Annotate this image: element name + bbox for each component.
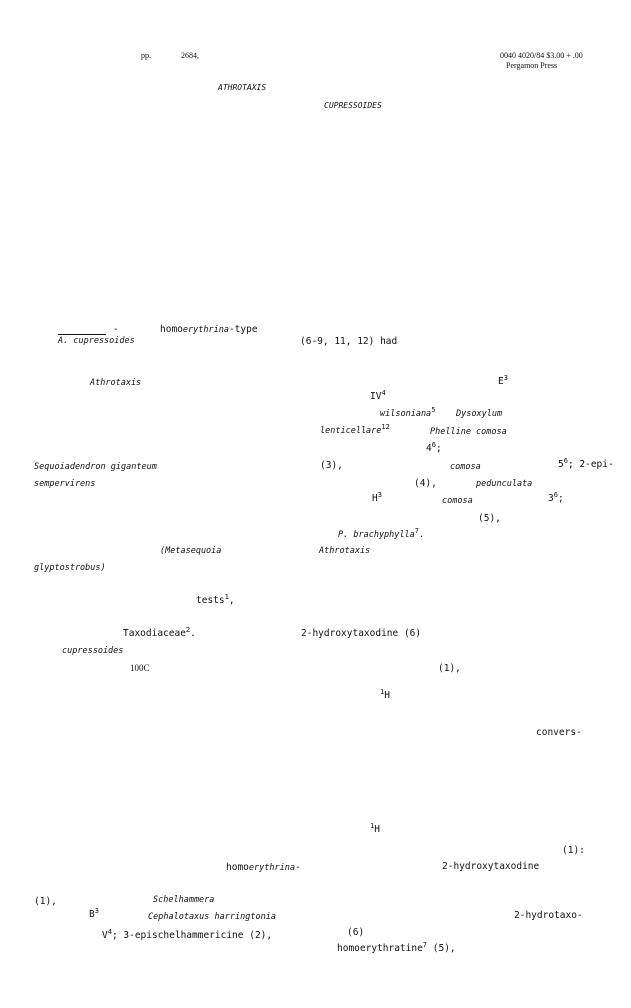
a-cupressoides: A. cupressoides — [58, 336, 135, 346]
four-label: 4 — [426, 443, 432, 454]
v-label: V — [102, 930, 108, 941]
header-code: 0040 4020/84 $3.00 + .00 — [500, 51, 583, 60]
c100: 100C — [130, 663, 150, 673]
compounds-had: (6-9, 11, 12) had — [300, 336, 398, 347]
p-brachyphylla: P. brachyphylla7. — [338, 528, 425, 540]
compound-four: (4), — [414, 478, 437, 489]
compound-five: (5), — [478, 513, 501, 524]
cephalotaxus: Cephalotaxus harringtonia — [148, 912, 276, 922]
homoerythratine: homoerythratine7 (5), — [337, 941, 456, 954]
ref-five-epi: 56; 2-epi- — [558, 457, 614, 470]
compound-one-2: (1), — [34, 896, 57, 907]
taxodiaceae-label: Taxodiaceae — [123, 628, 186, 639]
tests: tests1, — [196, 593, 235, 606]
nmr-1h-b: 1H — [370, 822, 380, 835]
header-page-number: 2684, — [181, 51, 199, 60]
e-label: E — [498, 376, 504, 387]
taxodiaceae: Taxodiaceae2. — [123, 626, 196, 639]
p-sup: 7 — [414, 527, 419, 535]
e-sup: 3 — [503, 374, 508, 382]
tests-comma: , — [228, 595, 235, 606]
h-sup: 3 — [377, 491, 382, 499]
ref-three-b: 36; — [548, 491, 564, 504]
nmr-1h-a: 1H — [380, 688, 390, 701]
wilsoniana-sup: 5 — [431, 406, 436, 414]
homoerythrina-type: homoerythrina-type — [160, 325, 258, 335]
title-genus: ATHROTAXIS — [218, 83, 267, 92]
glyptostrobus: glyptostrobus) — [34, 563, 106, 573]
ref-e: E3 — [498, 374, 508, 387]
h1-b-label: H — [374, 824, 380, 835]
h1-a-pre: 1 — [380, 688, 385, 696]
comosa-1: comosa — [450, 462, 481, 472]
epi-label: ; 2-epi- — [567, 459, 614, 470]
athrotaxis-2: Athrotaxis — [319, 546, 371, 556]
comosa-2: comosa — [442, 496, 473, 506]
five-sup: 6 — [563, 457, 568, 465]
ref-h: H3 — [372, 491, 382, 504]
three-b-label: 3 — [548, 493, 554, 504]
sequoiadendron: Sequoiadendron giganteum — [34, 462, 157, 472]
ref-b: B3 — [89, 907, 99, 920]
convers: convers- — [536, 727, 582, 738]
hydrotaxo: 2-hydrotaxo- — [514, 910, 583, 921]
dash: - — [113, 324, 119, 335]
homoerythratine-label: homoerythratine — [337, 943, 423, 954]
p-brachyphylla-label: P. brachyphylla — [338, 530, 415, 540]
homoerythratine-sup: 7 — [422, 941, 428, 949]
three-b-sup: 6 — [553, 491, 558, 499]
h1-b-pre: 1 — [370, 822, 375, 830]
title-species: CUPRESSOIDES — [324, 101, 382, 110]
cupressoides-2: cupressoides — [62, 646, 124, 656]
ref-v-epischel: V4; 3-epischelhammericine (2), — [102, 928, 273, 941]
lenticellare: lenticellare12 — [320, 424, 390, 436]
five-paren-2: (5), — [432, 943, 456, 954]
ref-iv: IV4 — [370, 389, 386, 402]
taxodiaceae-sup: 2 — [185, 626, 191, 634]
compound-three: (3), — [320, 460, 343, 471]
tests-sup: 1 — [224, 593, 229, 601]
tests-label: tests — [196, 595, 225, 606]
three-b-semi: ; — [557, 493, 564, 504]
homo-type-visible: homoerythrina-type — [160, 324, 258, 335]
compound-one-colon: (1): — [562, 845, 585, 856]
compound-six: (6) — [347, 927, 365, 938]
schelhammera: Schelhammera — [153, 895, 215, 905]
v-sup: 4 — [107, 928, 112, 936]
pedunculata: pedunculata — [476, 479, 533, 489]
epischel-label: ; 3-epischelhammericine (2), — [111, 930, 273, 941]
sempervirens: sempervirens — [34, 479, 96, 489]
hydroxytaxodine-6: 2-hydroxytaxodine (6) — [301, 628, 422, 639]
lenticellare-label: lenticellare — [320, 426, 382, 436]
four-sup: 6 — [431, 441, 436, 449]
h-label: H — [372, 493, 378, 504]
header-press: Pergamon Press — [506, 61, 558, 70]
lenticellare-sup: 12 — [381, 423, 390, 431]
b-sup: 3 — [94, 907, 99, 915]
iv-label: IV — [370, 391, 382, 402]
wilsoniana: wilsoniana5 — [380, 407, 435, 419]
iv-sup: 4 — [381, 389, 386, 397]
four-semi: ; — [435, 443, 442, 454]
compound-one: (1), — [438, 663, 461, 674]
wilsoniana-label: wilsoniana — [380, 409, 432, 419]
b-label: B — [89, 909, 95, 920]
taxodiaceae-dot: . — [190, 628, 196, 639]
hydroxytaxodine-2: 2-hydroxytaxodine — [442, 861, 540, 872]
homo-dash: homoerythrina- — [226, 862, 301, 873]
underline-rule — [58, 334, 106, 335]
ref-four: 46; — [426, 441, 442, 454]
header-pp: pp. — [141, 51, 151, 60]
athrotaxis-1: Athrotaxis — [90, 378, 142, 388]
phelline-comosa: Phelline comosa — [430, 427, 507, 437]
p-dot: . — [418, 530, 425, 540]
five-label: 5 — [558, 459, 564, 470]
metasequoia: (Metasequoia — [160, 546, 222, 556]
dysoxylum: Dysoxylum — [456, 409, 503, 419]
h1-a-label: H — [384, 690, 390, 701]
